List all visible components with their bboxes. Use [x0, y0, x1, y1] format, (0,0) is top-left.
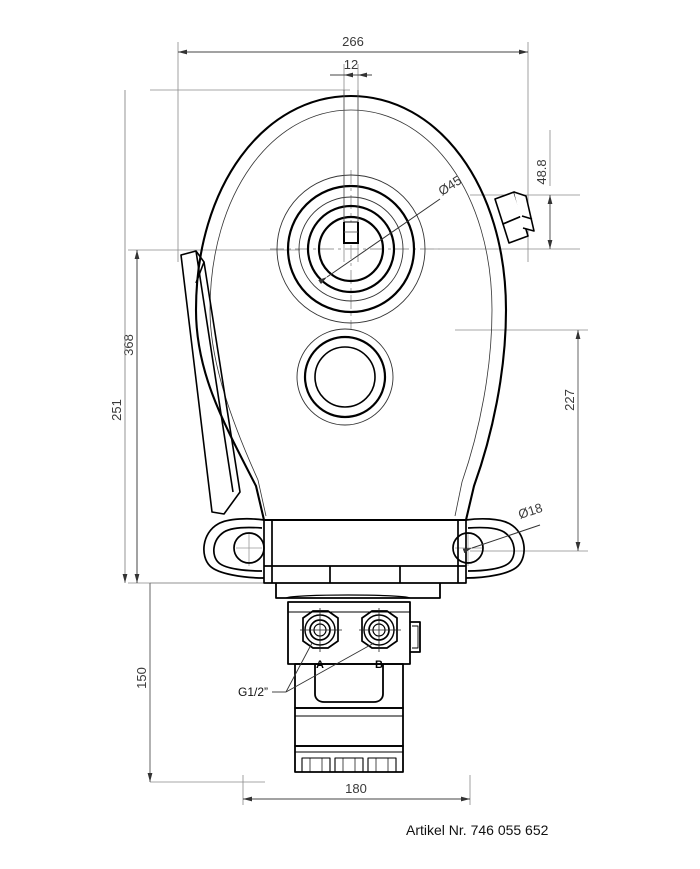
dim-label-251: 251	[109, 399, 124, 421]
diameter-18-leader: Ø18	[462, 500, 544, 554]
dim-label-180: 180	[345, 781, 367, 796]
dimension-right-upper-offset: 48.8	[534, 130, 553, 249]
dim-label-266: 266	[342, 34, 364, 49]
mounting-flange	[263, 519, 467, 584]
dimension-left-outer-height: 251	[109, 90, 128, 583]
secondary-bore-inner	[314, 346, 376, 408]
secondary-bore-outer-thin	[296, 328, 394, 426]
output-shaft-boss	[276, 174, 426, 324]
boss-outer-circle	[286, 184, 416, 314]
thread-spec-leaders	[272, 642, 375, 693]
breather-plug-fitting	[494, 191, 535, 244]
dim-label-48-8: 48.8	[534, 159, 549, 184]
port-b-label: B	[375, 659, 383, 671]
housing-left-rib	[180, 250, 241, 515]
mounting-ear-right	[452, 517, 525, 579]
thread-spec-label: G1/2”	[238, 685, 268, 699]
port-a-centermark	[300, 608, 342, 652]
port-b-centermark	[359, 608, 401, 652]
boss-outer-thin-circle	[276, 174, 426, 324]
mounting-ear-left	[203, 517, 265, 579]
dimension-motor-height: 150	[134, 583, 153, 782]
port-a-label: A	[316, 659, 324, 671]
dim-label-12: 12	[344, 57, 358, 72]
keyway-slot	[343, 221, 359, 244]
dimension-right-lower-height: 227	[562, 330, 581, 551]
dim-label-150: 150	[134, 667, 149, 689]
boss-mid-thin-circle	[298, 196, 404, 302]
gearbox-housing-outline	[194, 94, 508, 522]
boss-inner-circle	[306, 204, 396, 294]
dim-label-368: 368	[121, 334, 136, 356]
secondary-bore-outer	[303, 335, 387, 419]
secondary-bore	[296, 328, 394, 426]
label-diameter-18: Ø18	[516, 500, 544, 522]
article-number-text: Artikel Nr. 746 055 652	[406, 822, 549, 838]
dimension-keyway-width: 12	[330, 57, 372, 78]
dimension-motor-width: 180	[243, 781, 470, 802]
shaft-bore-circle	[317, 215, 385, 283]
dimension-overall-width: 266	[178, 34, 528, 55]
dim-label-227: 227	[562, 389, 577, 411]
keyway-projection-lines	[343, 90, 359, 233]
hydraulic-motor-block	[275, 583, 441, 773]
